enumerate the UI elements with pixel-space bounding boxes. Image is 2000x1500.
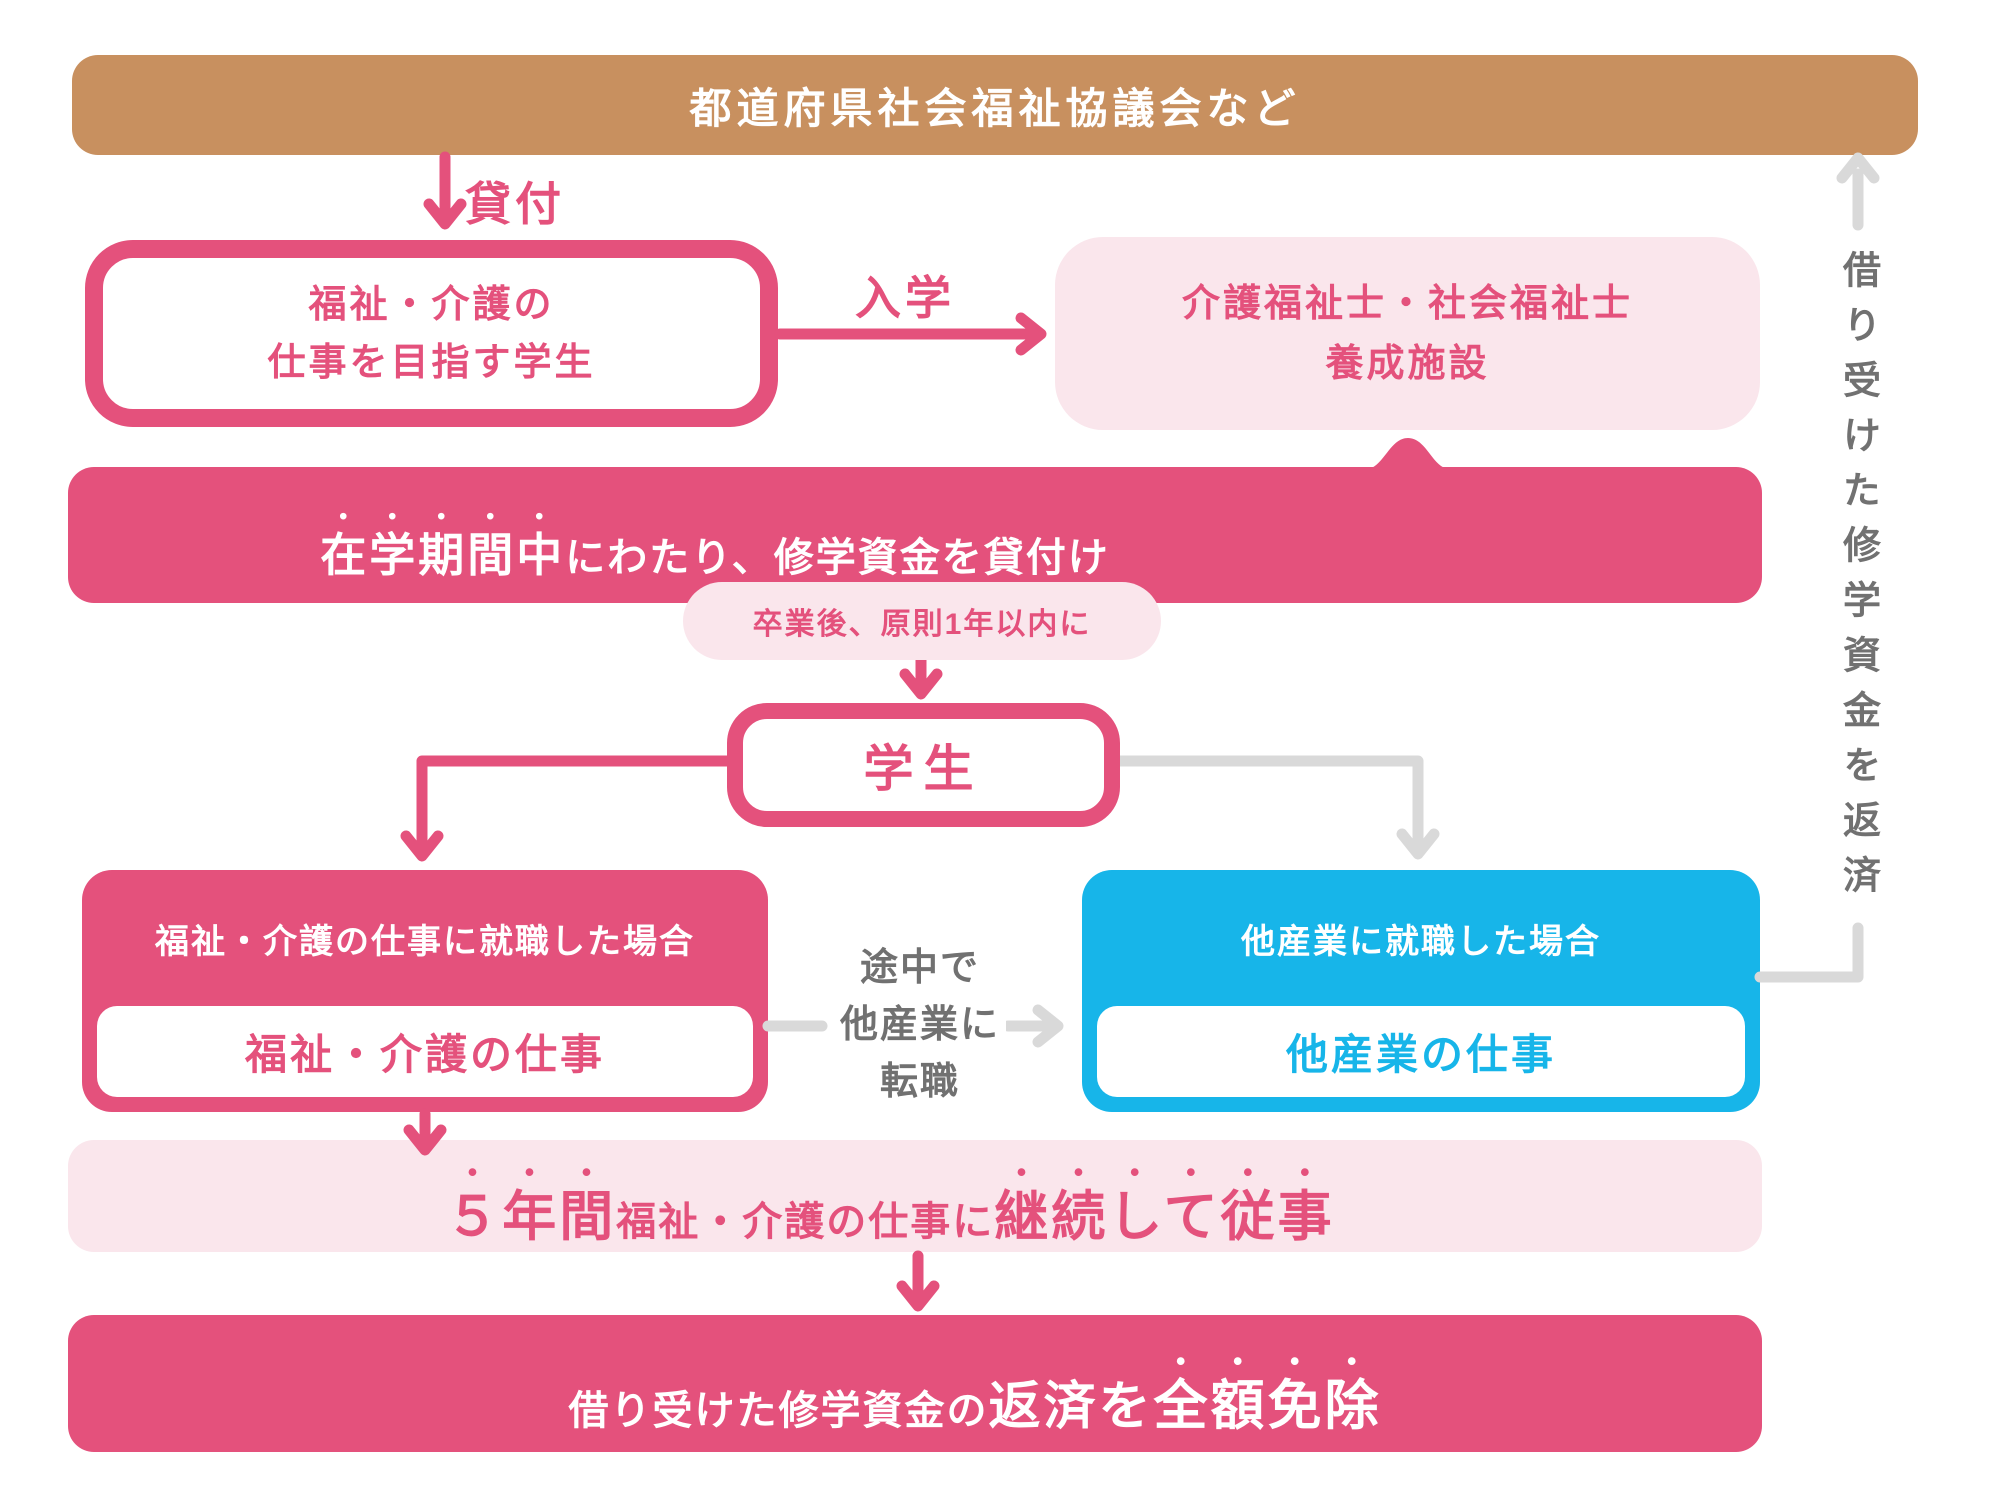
welfare-branch-arrow <box>400 755 733 862</box>
five-year-emphasis1: ５年間 <box>445 1187 617 1247</box>
repayment-side-text: 借り受けた修学資金を返済 <box>1836 250 1879 910</box>
repayment-connector <box>1754 922 1864 983</box>
career-change-line2: 他産業に <box>833 997 1006 1054</box>
other-industry-header-label: 他産業に就職した場合 <box>1241 922 1601 961</box>
career-change-line1: 途中で <box>853 940 986 997</box>
loan-period-emphasis: 在学期間中 <box>320 529 566 581</box>
graduation-arrow <box>899 654 943 700</box>
other-industry-box: 他産業に就職した場合 他産業の仕事 <box>1082 870 1760 1112</box>
five-year-middle: 福祉・介護の仕事に <box>616 1200 995 1244</box>
other-industry-header: 他産業に就職した場合 <box>1082 870 1760 1006</box>
five-year-bar: ５年間 福祉・介護の仕事に 継続して従事 <box>68 1140 1762 1252</box>
repayment-side-label: 借り受けた修学資金を返済 <box>1820 250 1896 930</box>
career-change-note: 途中で 他産業に 転職 <box>790 940 1050 1111</box>
other-industry-body: 他産業の仕事 <box>1097 1006 1745 1097</box>
exemption-arrow <box>896 1250 940 1312</box>
speech-tail-shape <box>1368 438 1448 469</box>
loan-arrow <box>423 151 467 230</box>
repayment-arrow <box>1836 152 1880 231</box>
training-facility-line1: 介護福祉士・社会福祉士 <box>1181 282 1633 325</box>
other-branch-arrow <box>1114 755 1440 860</box>
welfare-job-header: 福祉・介護の仕事に就職した場合 <box>82 870 768 1006</box>
graduation-badge-label: 卒業後、原則1年以内に <box>752 608 1092 641</box>
continue-arrow <box>403 1108 447 1156</box>
prefecture-council-label: 都道府県社会福祉協議会など <box>689 84 1301 132</box>
welfare-job-header-label: 福祉・介護の仕事に就職した場合 <box>155 922 695 961</box>
other-industry-body-label: 他産業の仕事 <box>1285 1031 1556 1078</box>
exemption-bar: 借り受けた修学資金の 返済を 全額免除 <box>68 1315 1762 1452</box>
enroll-arrow <box>774 312 1047 356</box>
career-change-line3: 転職 <box>873 1054 966 1111</box>
welfare-job-box: 福祉・介護の仕事に就職した場合 福祉・介護の仕事 <box>82 870 768 1112</box>
loan-arrow-label: 貸付 <box>465 178 565 230</box>
student-box-line2: 仕事を目指す学生 <box>267 341 596 384</box>
exemption-normal: 借り受けた修学資金の <box>568 1388 989 1433</box>
exemption-emphasis: 全額免除 <box>1153 1375 1382 1436</box>
student-box-line1: 福祉・介護の <box>308 283 555 326</box>
loan-period-rest: にわたり、修学資金を貸付け <box>565 536 1110 580</box>
prefecture-council-bar: 都道府県社会福祉協議会など <box>72 55 1918 155</box>
graduate-student-box: 学生 <box>727 703 1120 827</box>
loan-period-bar: 在学期間中 にわたり、修学資金を貸付け <box>68 467 1762 603</box>
enroll-arrow-label: 入学 <box>855 272 955 324</box>
student-box: 福祉・介護の 仕事を目指す学生 <box>85 240 778 427</box>
career-change-arrow <box>1002 1004 1064 1048</box>
training-facility-box: 介護福祉士・社会福祉士 養成施設 <box>1055 237 1760 430</box>
graduate-student-label: 学生 <box>863 741 984 797</box>
welfare-job-body-label: 福祉・介護の仕事 <box>244 1031 605 1078</box>
graduation-badge: 卒業後、原則1年以内に <box>683 582 1161 660</box>
training-facility-line2: 養成施設 <box>1325 342 1490 385</box>
exemption-big: 返済を <box>988 1377 1154 1436</box>
welfare-job-body: 福祉・介護の仕事 <box>97 1006 753 1097</box>
five-year-emphasis2: 継続して従事 <box>994 1187 1335 1247</box>
